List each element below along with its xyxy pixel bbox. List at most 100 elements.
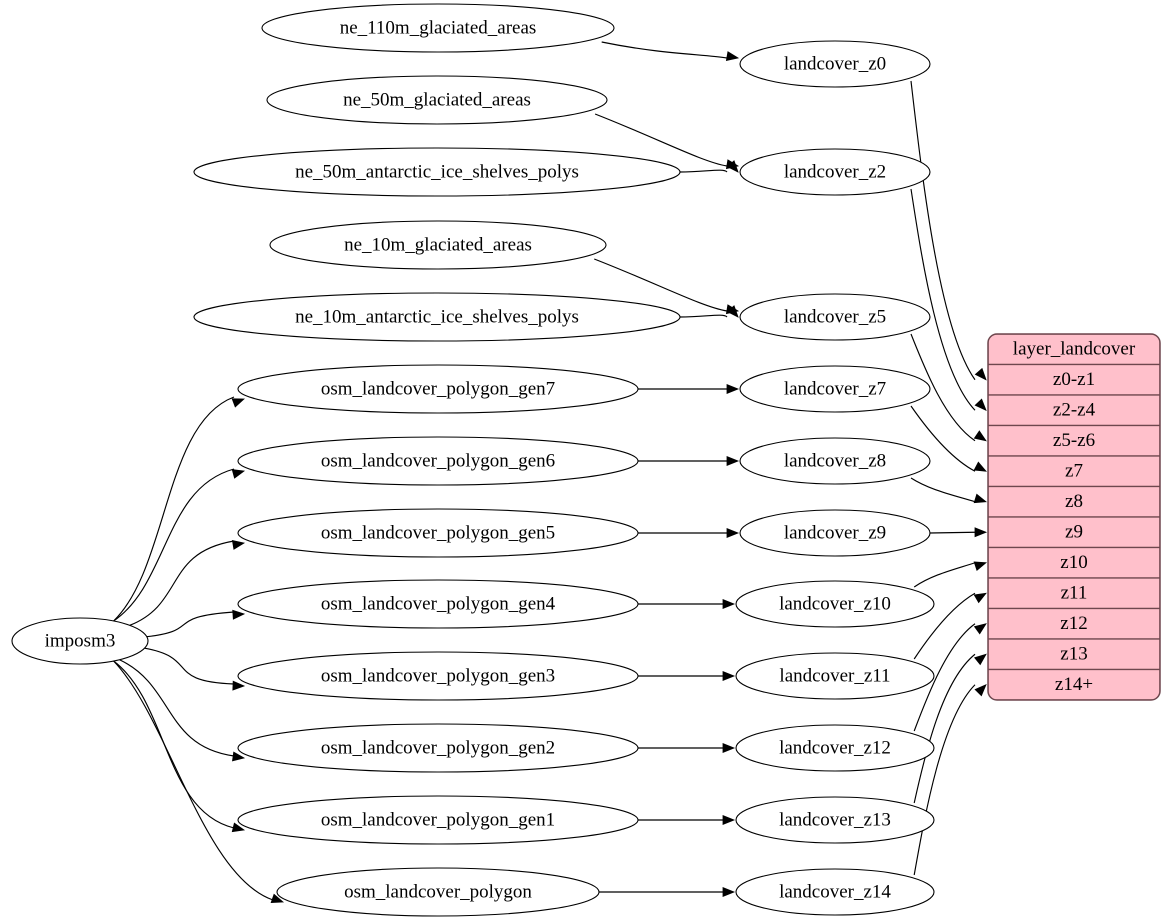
table-row-label-z9: z9 bbox=[1065, 522, 1083, 543]
node-label: landcover_z12 bbox=[779, 737, 891, 758]
edge-landcover_z11-to-table-z11 bbox=[913, 592, 987, 660]
node-label: ne_50m_antarctic_ice_shelves_polys bbox=[295, 161, 579, 182]
table-row-cell[interactable] bbox=[988, 546, 1160, 579]
edge-osm_landcover_polygon_gen1-to-landcover_z13 bbox=[638, 815, 736, 825]
table-row-label-z5-z6: z5-z6 bbox=[1053, 430, 1095, 451]
node-landcover_z10[interactable]: landcover_z10 bbox=[735, 580, 935, 628]
node-label: landcover_z11 bbox=[779, 665, 890, 686]
table-body bbox=[988, 334, 1160, 700]
node-label: landcover_z0 bbox=[784, 53, 886, 74]
node-landcover_z9[interactable]: landcover_z9 bbox=[739, 509, 931, 557]
edge-landcover_z12-to-table-z12 bbox=[913, 623, 987, 732]
node-ne_50m_glaciated_areas[interactable]: ne_50m_glaciated_areas bbox=[266, 75, 608, 125]
node-label: landcover_z8 bbox=[784, 450, 886, 471]
edge-landcover_z10-to-table-z10 bbox=[913, 561, 988, 588]
node-label: ne_10m_glaciated_areas bbox=[344, 234, 532, 255]
node-ne_10m_glaciated_areas[interactable]: ne_10m_glaciated_areas bbox=[269, 220, 607, 270]
edge-landcover_z13-to-table-z13 bbox=[913, 653, 987, 804]
table-row-cell[interactable] bbox=[988, 607, 1160, 640]
node-osm_landcover_polygon_gen7[interactable]: osm_landcover_polygon_gen7 bbox=[237, 364, 639, 414]
table-row-cell[interactable] bbox=[988, 668, 1160, 701]
table-row-label-z10: z10 bbox=[1060, 552, 1087, 573]
edge-imposm3-to-osm_landcover_polygon bbox=[113, 660, 285, 904]
node-osm_landcover_polygon_gen6[interactable]: osm_landcover_polygon_gen6 bbox=[237, 436, 639, 486]
edge-osm_landcover_polygon_gen3-to-landcover_z11 bbox=[638, 671, 736, 681]
node-landcover_z7[interactable]: landcover_z7 bbox=[739, 365, 931, 413]
node-label: landcover_z2 bbox=[784, 161, 886, 182]
table-row-label-z13: z13 bbox=[1060, 644, 1087, 665]
edge-osm_landcover_polygon_gen7-to-landcover_z7 bbox=[638, 384, 740, 394]
edge-imposm3-to-osm_landcover_polygon_gen4 bbox=[146, 609, 246, 638]
table-outline bbox=[987, 333, 1161, 701]
edge-ne_50m_antarctic_ice_shelves_polys-to-landcover_z2 bbox=[679, 160, 739, 173]
edge-landcover_z14-to-table-z14+ bbox=[913, 683, 987, 876]
node-landcover_z2[interactable]: landcover_z2 bbox=[739, 148, 931, 196]
node-ne_10m_antarctic_ice_shelves_polys[interactable]: ne_10m_antarctic_ice_shelves_polys bbox=[193, 292, 681, 342]
node-ne_50m_antarctic_ice_shelves_polys[interactable]: ne_50m_antarctic_ice_shelves_polys bbox=[193, 147, 681, 197]
node-osm_landcover_polygon_gen5[interactable]: osm_landcover_polygon_gen5 bbox=[237, 508, 639, 558]
node-label: imposm3 bbox=[45, 630, 116, 651]
node-osm_landcover_polygon[interactable]: osm_landcover_polygon bbox=[276, 867, 600, 917]
table-row-cell[interactable] bbox=[988, 516, 1160, 549]
edge-osm_landcover_polygon_gen2-to-landcover_z12 bbox=[638, 743, 736, 753]
table-row-label-z14+: z14+ bbox=[1055, 674, 1093, 695]
node-label: osm_landcover_polygon_gen3 bbox=[321, 665, 555, 686]
node-landcover_z8[interactable]: landcover_z8 bbox=[739, 437, 931, 485]
layer-landcover-table: layer_landcoverz0-z1z2-z4z5-z6z7z8z9z10z… bbox=[987, 333, 1161, 701]
edge-ne_10m_antarctic_ice_shelves_polys-to-landcover_z5 bbox=[679, 305, 739, 318]
node-imposm3[interactable]: imposm3 bbox=[11, 617, 149, 665]
table-row-label-z12: z12 bbox=[1060, 613, 1087, 634]
edge-imposm3-to-osm_landcover_polygon_gen1 bbox=[113, 660, 246, 833]
node-osm_landcover_polygon_gen1[interactable]: osm_landcover_polygon_gen1 bbox=[237, 795, 639, 845]
edge-landcover_z0-to-table-z0-z1 bbox=[910, 80, 987, 381]
node-label: ne_110m_glaciated_areas bbox=[340, 17, 537, 38]
edge-landcover_z9-to-table-z9 bbox=[929, 527, 988, 538]
edge-osm_landcover_polygon_gen6-to-landcover_z8 bbox=[638, 456, 740, 466]
node-label: landcover_z7 bbox=[784, 378, 886, 399]
node-osm_landcover_polygon_gen3[interactable]: osm_landcover_polygon_gen3 bbox=[237, 651, 639, 701]
edge-imposm3-to-osm_landcover_polygon_gen6 bbox=[113, 468, 246, 622]
edge-osm_landcover_polygon-to-landcover_z14 bbox=[599, 887, 736, 897]
node-osm_landcover_polygon_gen4[interactable]: osm_landcover_polygon_gen4 bbox=[237, 579, 639, 629]
edge-landcover_z2-to-table-z2-z4 bbox=[910, 188, 987, 412]
table-row-label-z2-z4: z2-z4 bbox=[1053, 400, 1096, 421]
edge-imposm3-to-osm_landcover_polygon_gen5 bbox=[129, 539, 246, 626]
node-label: osm_landcover_polygon_gen7 bbox=[321, 378, 555, 399]
node-landcover_z13[interactable]: landcover_z13 bbox=[735, 796, 935, 844]
edge-imposm3-to-osm_landcover_polygon_gen2 bbox=[119, 659, 246, 762]
node-label: landcover_z5 bbox=[784, 306, 886, 327]
node-label: landcover_z10 bbox=[779, 593, 891, 614]
node-label: landcover_z14 bbox=[779, 881, 891, 902]
edges-layer bbox=[113, 41, 988, 904]
edge-landcover_z7-to-table-z7 bbox=[910, 405, 987, 472]
node-label: osm_landcover_polygon_gen5 bbox=[321, 522, 555, 543]
node-label: ne_10m_antarctic_ice_shelves_polys bbox=[295, 306, 579, 327]
edge-landcover_z5-to-table-z5-z6 bbox=[910, 333, 987, 442]
edge-landcover_z8-to-table-z8 bbox=[910, 477, 988, 504]
edge-osm_landcover_polygon_gen5-to-landcover_z9 bbox=[638, 528, 740, 538]
node-osm_landcover_polygon_gen2[interactable]: osm_landcover_polygon_gen2 bbox=[237, 723, 639, 773]
table-row-cell[interactable] bbox=[988, 485, 1160, 518]
table-row-cell[interactable] bbox=[988, 424, 1160, 457]
node-label: osm_landcover_polygon_gen4 bbox=[321, 593, 556, 614]
node-label: landcover_z13 bbox=[779, 809, 891, 830]
node-label: osm_landcover_polygon_gen2 bbox=[321, 737, 555, 758]
node-ne_110m_glaciated_areas[interactable]: ne_110m_glaciated_areas bbox=[261, 3, 615, 53]
node-landcover_z0[interactable]: landcover_z0 bbox=[739, 40, 931, 88]
table-row-label-z8: z8 bbox=[1065, 491, 1083, 512]
node-landcover_z11[interactable]: landcover_z11 bbox=[735, 652, 935, 700]
table-row-label-z7: z7 bbox=[1065, 461, 1083, 482]
node-label: landcover_z9 bbox=[784, 522, 886, 543]
table-header-label: layer_landcover bbox=[1013, 339, 1136, 360]
node-label: osm_landcover_polygon_gen1 bbox=[321, 809, 555, 830]
node-landcover_z14[interactable]: landcover_z14 bbox=[735, 868, 935, 916]
node-label: osm_landcover_polygon bbox=[344, 881, 532, 902]
node-label: osm_landcover_polygon_gen6 bbox=[321, 450, 555, 471]
edge-imposm3-to-osm_landcover_polygon_gen3 bbox=[144, 647, 246, 691]
node-landcover_z5[interactable]: landcover_z5 bbox=[739, 293, 931, 341]
node-landcover_z12[interactable]: landcover_z12 bbox=[735, 724, 935, 772]
nodes-layer: imposm3 ne_110m_glaciated_areas ne_50m_gla… bbox=[11, 3, 935, 917]
table-row-label-z11: z11 bbox=[1061, 583, 1088, 604]
